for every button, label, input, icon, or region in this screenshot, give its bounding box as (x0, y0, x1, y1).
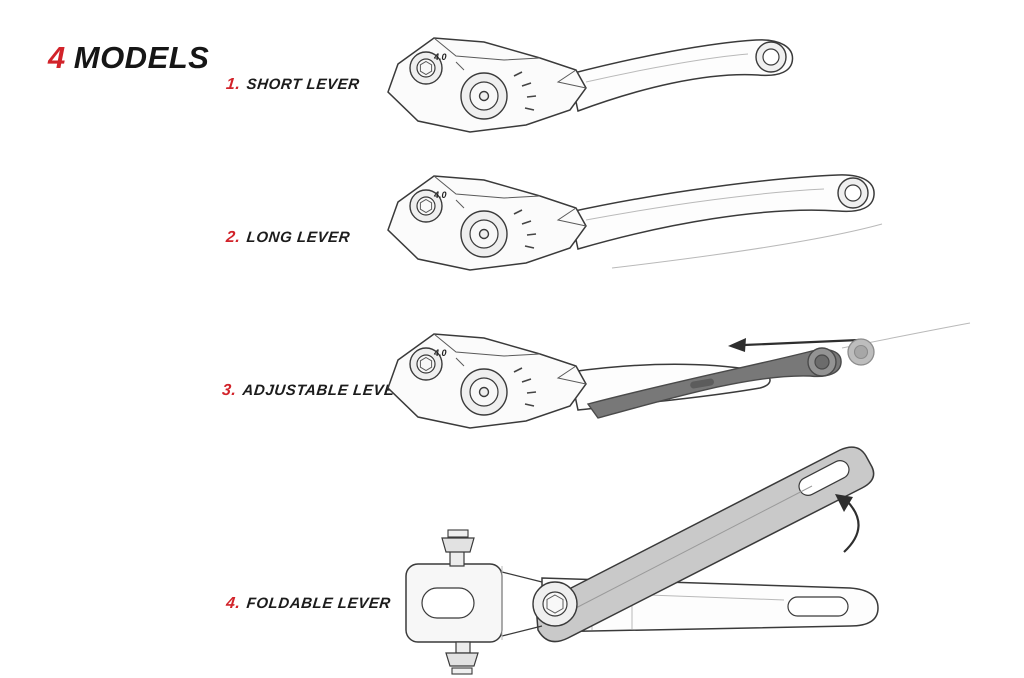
folded-blade (535, 446, 875, 643)
title-word: MODELS (73, 40, 210, 75)
adjuster-setting-label: 4.0 (433, 52, 447, 62)
clamp-bolt-bottom (445, 641, 479, 675)
label-long-lever-number: 2. (225, 229, 242, 246)
label-short-lever-number: 1. (225, 76, 242, 93)
lever-perch: 4.0 (387, 333, 587, 429)
label-adjustable-lever-number: 3. (221, 382, 238, 399)
adjustable-lever-illustration: 4.0 (387, 322, 971, 429)
long-lever-illustration: 4.0 (387, 174, 883, 271)
adjust-direction-arrow (728, 338, 860, 352)
label-foldable-lever-number: 4. (225, 595, 242, 612)
lever-slot (787, 596, 849, 617)
title-number: 4 (48, 40, 66, 75)
lever-perch: 4.0 (387, 175, 587, 271)
lever-blade (569, 39, 794, 113)
clevis-slot (421, 587, 475, 619)
bar-end-hole (844, 184, 862, 202)
label-short-lever: 1.SHORT LEVER (225, 76, 360, 94)
label-short-lever-text: SHORT LEVER (245, 76, 361, 93)
bar-end-hole (762, 48, 780, 66)
adjuster-setting-label: 4.0 (433, 190, 447, 200)
lever-blade (569, 174, 883, 269)
label-foldable-lever-text: FOLDABLE LEVER (245, 595, 392, 612)
fold-direction-arrow (835, 494, 860, 553)
bar-end-hole (814, 354, 830, 370)
label-long-lever: 2.LONG LEVER (225, 229, 351, 247)
label-foldable-lever: 4.FOLDABLE LEVER (225, 595, 392, 613)
adjuster-setting-label: 4.0 (433, 348, 447, 358)
pivot-joint (532, 581, 578, 627)
adjusted-blade-overlay (586, 338, 875, 419)
clevis-bracket (405, 563, 543, 643)
label-long-lever-text: LONG LEVER (245, 229, 352, 246)
foldable-lever-illustration (405, 446, 879, 675)
lever-perch: 4.0 (387, 37, 587, 133)
short-lever-illustration: 4.0 (387, 37, 794, 133)
clamp-bolt-top (441, 529, 475, 567)
